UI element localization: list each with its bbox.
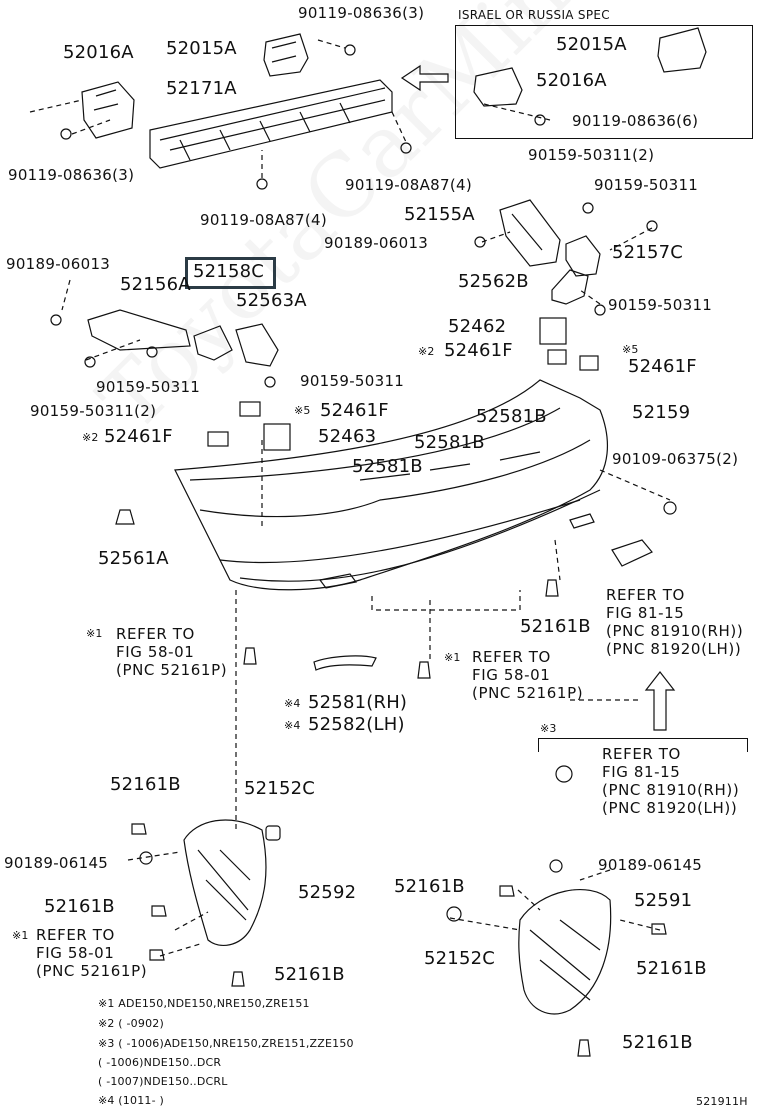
part-52156A[interactable]: 52156A: [120, 274, 191, 295]
part-52461F-4[interactable]: 52461F: [104, 426, 173, 447]
part-52462[interactable]: 52462: [448, 316, 507, 337]
israel-spec-box: [455, 25, 753, 139]
bracket-52015A: [263, 33, 309, 77]
ref3-bracket: [538, 738, 748, 752]
part-90189-06145-l[interactable]: 90189-06145: [4, 854, 109, 872]
mark-5a: ※5: [622, 343, 639, 356]
mark-2a: ※2: [418, 345, 435, 358]
part-52158C[interactable]: 52158C: [193, 261, 265, 282]
mark-1-ref2: ※1: [444, 651, 461, 664]
part-90189-06013-left[interactable]: 90189-06013: [6, 255, 111, 273]
mark-4a: ※4: [284, 697, 301, 710]
part-52561A[interactable]: 52561A: [98, 548, 169, 569]
part-52161B-l1[interactable]: 52161B: [110, 774, 181, 795]
part-52592[interactable]: 52592: [298, 882, 357, 903]
mudguard-52592: [183, 819, 267, 947]
part-52015A-left[interactable]: 52015A: [166, 38, 237, 59]
part-90119-08636-3-left[interactable]: 90119-08636(3): [8, 166, 135, 184]
bracket-52157C: [565, 235, 601, 277]
part-90159-50311-2-c[interactable]: 90159-50311(2): [30, 402, 157, 420]
figure-code: 521911H: [696, 1095, 748, 1108]
retainer-52158C: [193, 325, 233, 361]
note-1: ※1 ADE150,NDE150,NRE150,ZRE151: [98, 997, 310, 1010]
part-90119-08A87-4-right[interactable]: 90119-08A87(4): [345, 176, 473, 194]
part-52461F-3[interactable]: 52461F: [320, 400, 389, 421]
note-4: ( -1006)NDE150..DCR: [98, 1056, 222, 1069]
part-52152C-l[interactable]: 52152C: [244, 778, 316, 799]
part-90159-50311-a[interactable]: 90159-50311: [96, 378, 201, 396]
note-6: ※4 (1011- ): [98, 1094, 164, 1107]
part-52171A[interactable]: 52171A: [166, 78, 237, 99]
part-52581B-3[interactable]: 52581B: [352, 456, 423, 477]
mudguard-52591: [518, 889, 612, 1015]
part-52582-LH[interactable]: 52582(LH): [308, 714, 405, 735]
part-52463[interactable]: 52463: [318, 426, 377, 447]
mark-1-ref1: ※1: [86, 627, 103, 640]
bracket-52563A: [235, 323, 279, 367]
part-52563A[interactable]: 52563A: [236, 290, 307, 311]
bracket-52155A: [499, 199, 561, 267]
part-90189-06013-mid[interactable]: 90189-06013: [324, 234, 429, 252]
bracket-box-52015A: [657, 27, 707, 73]
reflector-52581: [313, 655, 377, 671]
part-52152C-r[interactable]: 52152C: [424, 948, 496, 969]
part-52581B-2[interactable]: 52581B: [414, 432, 485, 453]
part-52591[interactable]: 52591: [634, 890, 693, 911]
arrow-left-icon: [400, 64, 449, 92]
part-52461F-2[interactable]: 52461F: [628, 356, 697, 377]
bracket-box-52016A: [473, 67, 523, 107]
part-90159-50311-right2[interactable]: 90159-50311: [608, 296, 713, 314]
part-52161B-mid[interactable]: 52161B: [520, 616, 591, 637]
bracket-52016A: [81, 81, 135, 139]
mark-1-ref3: ※1: [12, 929, 29, 942]
part-90119-08636-6[interactable]: 90119-08636(6): [572, 112, 699, 130]
part-90189-06145-r[interactable]: 90189-06145: [598, 856, 703, 874]
bumper-cover-52159: [174, 379, 609, 591]
note-2: ※2 ( -0902): [98, 1017, 164, 1030]
part-52161B-r3[interactable]: 52161B: [622, 1032, 693, 1053]
part-90159-50311-2-top[interactable]: 90159-50311(2): [528, 146, 655, 164]
mark-4b: ※4: [284, 719, 301, 732]
part-52016A-box[interactable]: 52016A: [536, 70, 607, 91]
part-90119-08636-3-top[interactable]: 90119-08636(3): [298, 4, 425, 22]
israel-spec-header: ISRAEL OR RUSSIA SPEC: [458, 8, 610, 22]
mark-3: ※3: [540, 722, 557, 735]
part-90119-08A87-4-bottom[interactable]: 90119-08A87(4): [200, 211, 328, 229]
part-52015A-box[interactable]: 52015A: [556, 34, 627, 55]
note-3: ※3 ( -1006)ADE150,NRE150,ZRE151,ZZE150: [98, 1037, 354, 1050]
part-52159[interactable]: 52159: [632, 402, 691, 423]
part-52016A-left[interactable]: 52016A: [63, 42, 134, 63]
part-52161B-r2[interactable]: 52161B: [636, 958, 707, 979]
part-52461F-1[interactable]: 52461F: [444, 340, 513, 361]
part-52155A[interactable]: 52155A: [404, 204, 475, 225]
part-52157C[interactable]: 52157C: [612, 242, 684, 263]
part-52581B-1[interactable]: 52581B: [476, 406, 547, 427]
part-90159-50311-right1[interactable]: 90159-50311: [594, 176, 699, 194]
note-5: ( -1007)NDE150..DCRL: [98, 1075, 228, 1088]
arrow-up-icon: [644, 671, 676, 731]
mark-5b: ※5: [294, 404, 311, 417]
part-52161B-r1[interactable]: 52161B: [394, 876, 465, 897]
bracket-52156A: [87, 309, 191, 351]
highlight-box: [185, 257, 276, 289]
part-52161B-l2[interactable]: 52161B: [44, 896, 115, 917]
part-52161B-l3[interactable]: 52161B: [274, 964, 345, 985]
part-52562B[interactable]: 52562B: [458, 271, 529, 292]
part-90159-50311-b[interactable]: 90159-50311: [300, 372, 405, 390]
mark-2b: ※2: [82, 431, 99, 444]
part-52581-RH[interactable]: 52581(RH): [308, 692, 408, 713]
clip-52561A: [115, 509, 135, 525]
bracket-52562B: [551, 269, 589, 305]
part-90109-06375-2[interactable]: 90109-06375(2): [612, 450, 739, 468]
